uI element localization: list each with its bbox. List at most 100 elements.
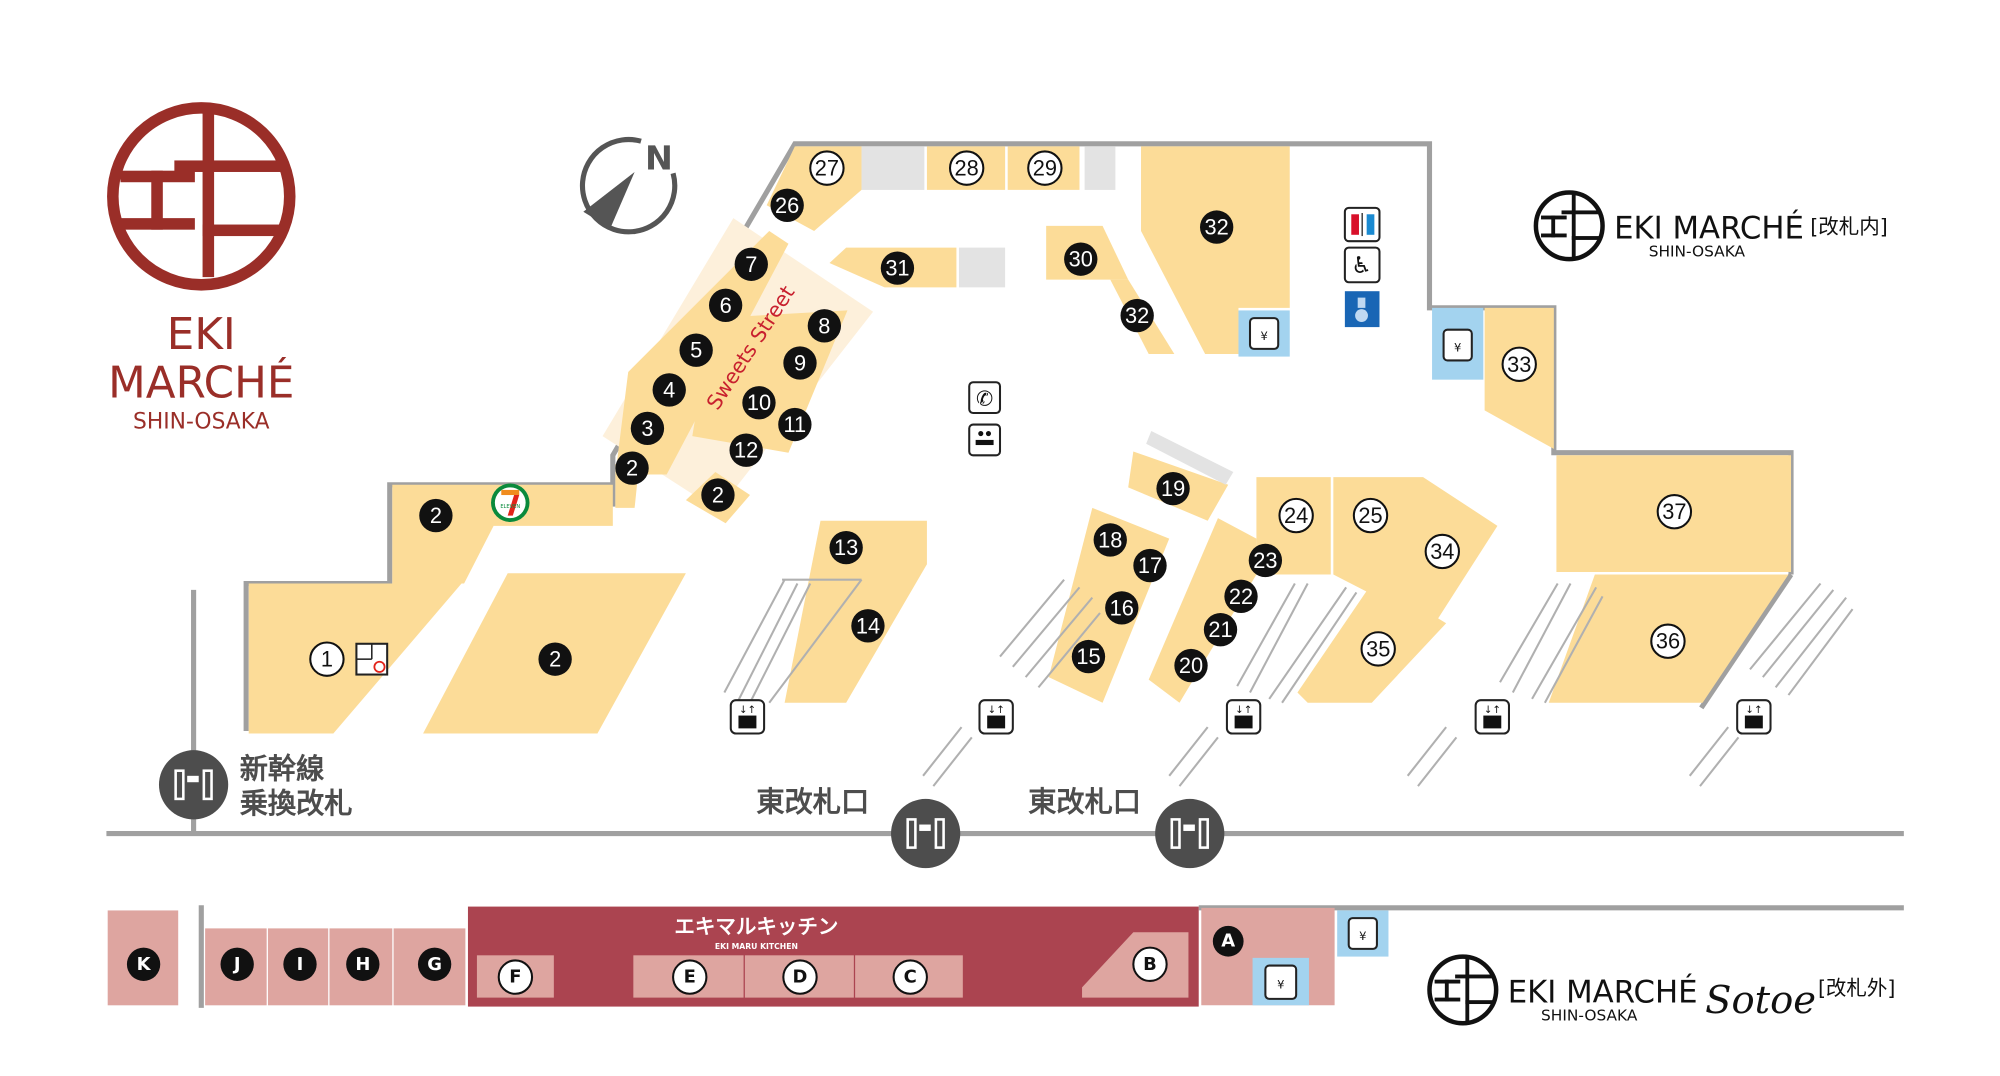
shop-marker[interactable]: 2 bbox=[419, 498, 453, 533]
shop-marker[interactable]: 28 bbox=[948, 150, 985, 186]
stairs bbox=[723, 578, 1854, 787]
ticket-gate-icon bbox=[158, 750, 229, 820]
shop-marker[interactable]: D bbox=[782, 959, 818, 995]
shop-marker[interactable]: 30 bbox=[1064, 242, 1098, 276]
shop-marker[interactable]: 2 bbox=[701, 478, 735, 512]
shop-marker[interactable]: 32 bbox=[1200, 210, 1234, 244]
shop-marker[interactable]: B bbox=[1132, 946, 1168, 982]
east-gate-label: 東改札口 bbox=[1028, 786, 1141, 819]
svg-text:21: 21 bbox=[1208, 617, 1232, 642]
logo-eki: EKI bbox=[167, 310, 236, 360]
shop-marker[interactable]: 2 bbox=[615, 451, 649, 485]
svg-text:5: 5 bbox=[690, 338, 702, 363]
shop-marker[interactable]: A bbox=[1212, 925, 1244, 957]
shop-marker[interactable]: 24 bbox=[1278, 497, 1314, 534]
svg-text:33: 33 bbox=[1507, 352, 1531, 377]
shop-marker[interactable]: 26 bbox=[770, 188, 804, 222]
shop-markers-inside: 1 2 2 2 2 3 4 5 6 7 8 9 10 11 12 13 14 1… bbox=[309, 150, 1693, 683]
shop-marker[interactable]: 29 bbox=[1027, 150, 1063, 186]
ticket-gate-icon bbox=[891, 798, 961, 869]
shinkansen-gate-label-1: 新幹線 bbox=[240, 752, 325, 785]
svg-text:17: 17 bbox=[1138, 553, 1162, 578]
svg-text:2: 2 bbox=[430, 503, 442, 528]
shop-marker[interactable]: 33 bbox=[1501, 346, 1537, 382]
shop-marker[interactable]: 13 bbox=[829, 530, 863, 565]
shop-marker[interactable]: 31 bbox=[880, 251, 915, 285]
shop-marker[interactable]: H bbox=[346, 947, 380, 981]
svg-text:4: 4 bbox=[663, 377, 675, 402]
svg-text:16: 16 bbox=[1110, 595, 1134, 620]
svg-text:31: 31 bbox=[885, 256, 909, 281]
svg-text:23: 23 bbox=[1253, 548, 1277, 573]
shop-marker[interactable]: 19 bbox=[1156, 471, 1190, 506]
east-gate-label: 東改札口 bbox=[756, 786, 869, 819]
shop-marker[interactable]: 7 bbox=[734, 247, 768, 281]
shop-marker[interactable]: 6 bbox=[708, 288, 743, 322]
shop-marker[interactable]: 8 bbox=[807, 309, 842, 343]
kitchen-title-jp: エキマルキッチン bbox=[674, 915, 838, 939]
shop-marker[interactable]: 21 bbox=[1203, 613, 1238, 647]
svg-text:¥: ¥ bbox=[1277, 978, 1284, 992]
shop-marker[interactable]: 22 bbox=[1224, 579, 1258, 613]
waiting-area-icon bbox=[968, 423, 1002, 457]
east-gate-2[interactable]: 東改札口 bbox=[1028, 786, 1225, 869]
atm-icons: ¥ ¥ ¥ bbox=[1238, 307, 1484, 957]
seven-eleven-icon: ELEVEN bbox=[491, 483, 530, 522]
shop-marker[interactable]: 10 bbox=[742, 386, 776, 420]
elevator-icon: ↓↑ bbox=[1474, 699, 1510, 735]
shop-marker[interactable]: 15 bbox=[1071, 639, 1106, 674]
shop-marker[interactable]: 9 bbox=[783, 346, 817, 380]
shop-marker[interactable]: K bbox=[126, 947, 161, 981]
svg-text:15: 15 bbox=[1076, 644, 1100, 669]
shop-marker[interactable]: C bbox=[892, 959, 928, 995]
svg-text:11: 11 bbox=[784, 412, 807, 437]
elevator-icon: ↓↑ bbox=[729, 699, 766, 735]
shop-marker[interactable]: 1 bbox=[309, 641, 345, 677]
shop-marker[interactable]: 20 bbox=[1174, 648, 1208, 683]
svg-text:1: 1 bbox=[321, 647, 333, 672]
shop-marker[interactable]: 25 bbox=[1352, 497, 1389, 534]
svg-text:¥: ¥ bbox=[1454, 340, 1461, 354]
shop-marker[interactable]: J bbox=[220, 947, 254, 981]
compass-icon: N bbox=[579, 136, 678, 235]
shop-marker[interactable]: 3 bbox=[630, 411, 665, 446]
telephone-icon: ✆ bbox=[968, 381, 1002, 415]
svg-text:E: E bbox=[684, 967, 696, 988]
svg-text:24: 24 bbox=[1284, 503, 1308, 528]
svg-text:32: 32 bbox=[1125, 303, 1149, 328]
svg-text:↓↑: ↓↑ bbox=[739, 704, 756, 716]
shop-marker[interactable]: 12 bbox=[729, 433, 763, 467]
svg-text:K: K bbox=[137, 954, 152, 975]
logo-outside-script: Sotoe bbox=[1705, 978, 1816, 1023]
baby-room-icon bbox=[1344, 291, 1380, 328]
shop-marker[interactable]: 34 bbox=[1424, 533, 1460, 570]
svg-text:B: B bbox=[1143, 954, 1157, 975]
shop-marker[interactable]: 16 bbox=[1105, 591, 1139, 625]
shop-marker[interactable]: 36 bbox=[1650, 623, 1686, 659]
accessible-restroom-icon: ♿ bbox=[1343, 246, 1381, 284]
shop-marker[interactable]: I bbox=[283, 947, 317, 981]
shop-marker[interactable]: 4 bbox=[652, 373, 686, 407]
atm-icon: ¥ bbox=[1238, 310, 1290, 357]
shop-marker[interactable]: 11 bbox=[778, 407, 812, 442]
shop-marker[interactable]: 37 bbox=[1656, 494, 1693, 530]
ticket-gate-icon bbox=[1155, 798, 1225, 869]
east-gate-1[interactable]: 東改札口 bbox=[756, 786, 961, 869]
shop-marker[interactable]: F bbox=[497, 959, 534, 995]
shop-marker[interactable]: 27 bbox=[809, 150, 845, 186]
shop-marker[interactable]: 23 bbox=[1248, 543, 1283, 578]
shop-marker[interactable]: 32 bbox=[1120, 298, 1154, 333]
svg-text:13: 13 bbox=[834, 535, 858, 560]
shop-marker[interactable]: E bbox=[672, 959, 708, 995]
svg-text:↓↑: ↓↑ bbox=[1235, 704, 1252, 716]
shinkansen-transfer-gate[interactable]: 新幹線 乗換改札 bbox=[158, 750, 353, 820]
logo-outside-sub: SHIN-OSAKA bbox=[1541, 1007, 1638, 1025]
shop-marker[interactable]: G bbox=[417, 947, 452, 981]
logo-inside-tag: [改札内] bbox=[1810, 215, 1887, 239]
shop-marker[interactable]: 14 bbox=[851, 609, 885, 643]
shop-marker[interactable]: 5 bbox=[679, 333, 713, 367]
shop-marker[interactable]: 2 bbox=[538, 642, 572, 676]
shop-marker[interactable]: 18 bbox=[1093, 523, 1127, 557]
shop-marker[interactable]: 35 bbox=[1360, 631, 1396, 667]
shop-marker[interactable]: 17 bbox=[1133, 548, 1167, 583]
